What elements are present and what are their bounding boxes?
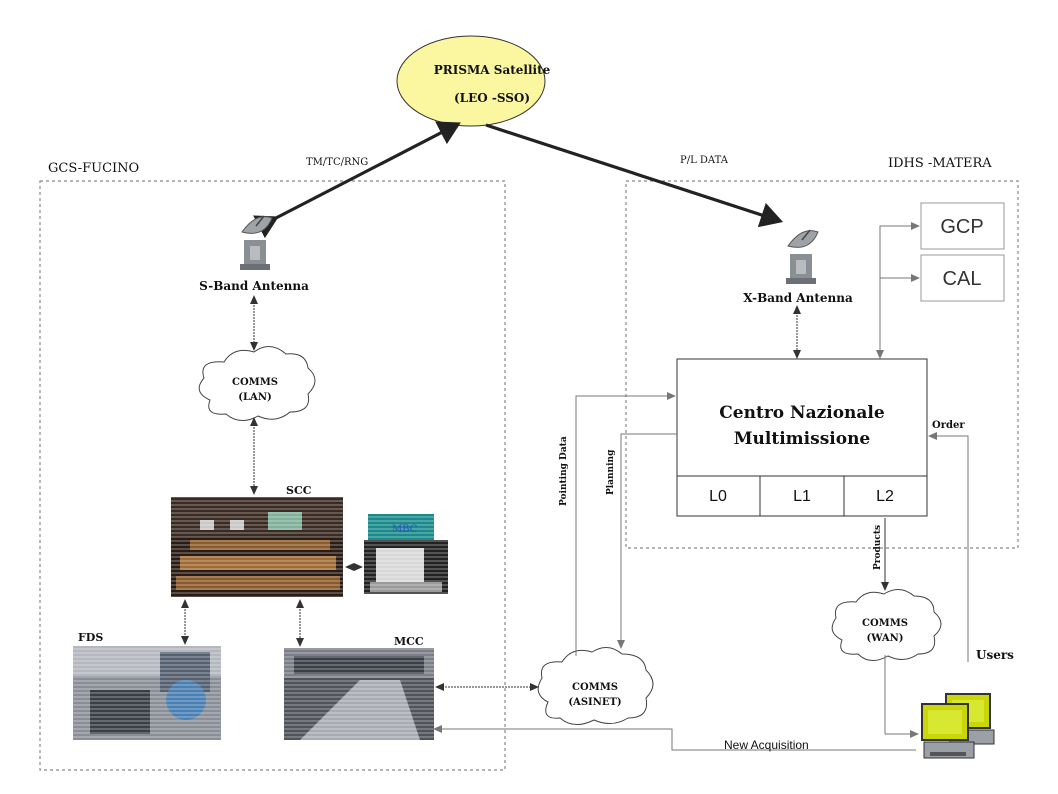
x-band-label: X-Band Antenna: [743, 291, 853, 305]
s-band-antenna-icon: [240, 215, 273, 270]
level-l1: L1: [793, 488, 811, 505]
satellite-ellipse: [396, 35, 546, 127]
comms-asinet-line2: (ASINET): [568, 697, 621, 708]
cnm-gcp-connector: [876, 222, 920, 359]
mbc-label: MBC: [392, 524, 418, 535]
level-l2: L2: [876, 488, 894, 505]
order-arrow: [928, 432, 969, 662]
new-acquisition-arrow: [433, 725, 916, 751]
comms-wan-line2: (WAN): [867, 633, 904, 644]
x-band-antenna-icon: [786, 229, 819, 284]
new-acquisition-label: New Acquisition: [724, 738, 809, 752]
scc-label: SCC: [286, 484, 312, 497]
cnm-title-line1: Centro Nazionale: [719, 403, 885, 423]
cnm-title-line2: Multimissione: [734, 429, 871, 449]
s-band-label: S-Band Antenna: [199, 279, 309, 293]
cal-box: [920, 254, 1005, 302]
gcp-label: GCP: [940, 216, 983, 238]
comms-lan-line1: COMMS: [232, 377, 278, 388]
satellite-name: PRISMA Satellite: [434, 63, 551, 77]
level-l0: L0: [709, 488, 727, 505]
comms-lan-line2: (LAN): [238, 392, 271, 403]
order-label: Order: [932, 420, 965, 431]
comms-asinet-line1: COMMS: [572, 682, 618, 693]
products-label: Products: [873, 525, 883, 570]
comms-asinet-cloud: [537, 647, 654, 725]
idhs-matera-region: [625, 180, 1019, 549]
tm-tc-label: TM/TC/RNG: [306, 157, 368, 168]
pointing-data-arrow: [575, 392, 676, 656]
pointing-data-label: Pointing Data: [559, 436, 569, 506]
payload-label: P/L DATA: [680, 155, 729, 166]
comms-wan-line1: COMMS: [862, 618, 908, 629]
user-terminals-icon: [921, 693, 995, 759]
cal-label: CAL: [943, 268, 982, 290]
gcp-box: [920, 202, 1005, 250]
mcc-label: MCC: [394, 635, 424, 648]
satellite-orbit: (LEO -SSO): [454, 91, 530, 105]
fds-image: [73, 646, 221, 740]
scc-control-room-image: [171, 497, 343, 597]
mbc-computer-image: [364, 514, 448, 594]
idhs-matera-title: IDHS -MATERA: [888, 156, 992, 171]
payload-link-arrow: [485, 123, 784, 228]
gcs-fucino-title: GCS-FUCINO: [48, 161, 139, 176]
planning-arrow: [617, 433, 677, 649]
comms-wan-cloud: [831, 589, 942, 661]
mcc-image: [284, 648, 434, 740]
comms-lan-cloud: [198, 346, 316, 421]
planning-label: Planning: [606, 449, 616, 495]
tm-tc-link-arrow: [253, 121, 461, 239]
users-label: Users: [976, 648, 1014, 662]
fds-label: FDS: [78, 631, 103, 644]
cnm-box: [676, 358, 928, 517]
gcs-fucino-region: [39, 180, 506, 771]
